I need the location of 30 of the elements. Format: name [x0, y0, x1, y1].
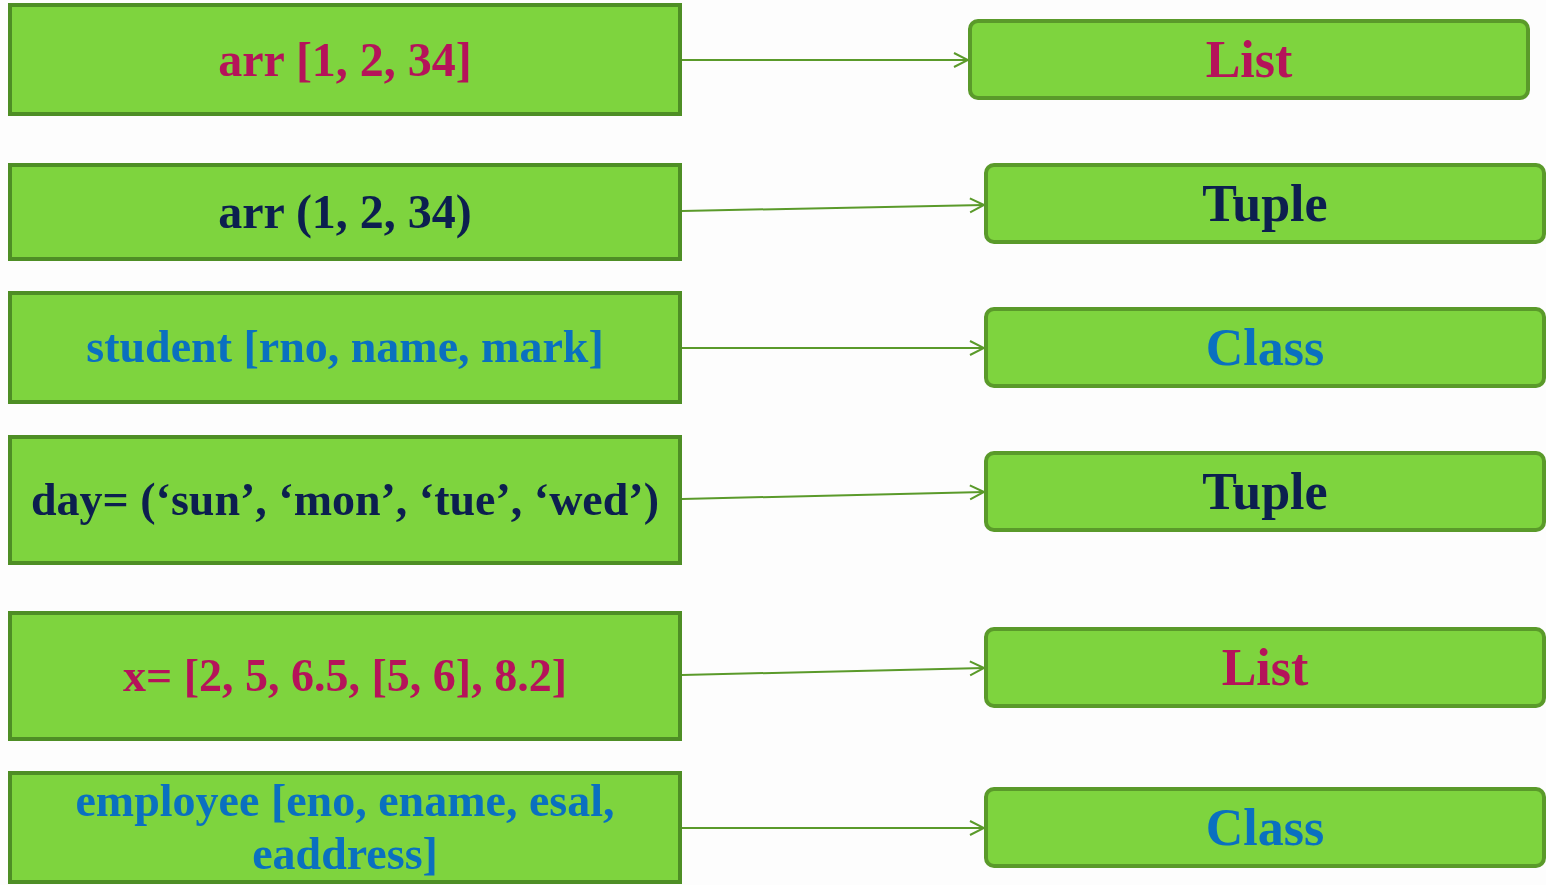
type-box	[984, 627, 1546, 708]
code-box	[8, 435, 682, 565]
type-box	[984, 787, 1546, 868]
type-box	[984, 307, 1546, 388]
arrow	[681, 197, 985, 214]
code-text: arr (1, 2, 34)	[217, 184, 473, 240]
code-text: employee [eno, ename, esal, eaddress]	[74, 774, 616, 881]
arrow	[681, 52, 969, 68]
code-box	[8, 611, 682, 741]
type-name: Class	[1204, 317, 1326, 378]
arrow	[681, 340, 985, 356]
code-text: student [rno, name, mark]	[85, 321, 605, 374]
type-name: List	[1220, 637, 1310, 698]
code-text: x= [2, 5, 6.5, [5, 6], 8.2]	[122, 649, 568, 703]
type-box	[968, 19, 1530, 100]
code-box	[8, 291, 682, 404]
arrow	[681, 820, 985, 836]
code-box	[8, 3, 682, 116]
code-box	[8, 163, 682, 261]
arrow	[681, 660, 985, 677]
code-text: day= (‘sun’, ‘mon’, ‘tue’, ‘wed’)	[30, 473, 660, 527]
arrow	[681, 484, 985, 501]
type-name: Class	[1204, 797, 1326, 858]
type-name: List	[1204, 29, 1294, 90]
type-name: Tuple	[1201, 173, 1329, 234]
code-box	[8, 771, 682, 884]
type-box	[984, 451, 1546, 532]
type-box	[984, 163, 1546, 244]
type-name: Tuple	[1201, 461, 1329, 522]
code-text: arr [1, 2, 34]	[217, 31, 473, 88]
